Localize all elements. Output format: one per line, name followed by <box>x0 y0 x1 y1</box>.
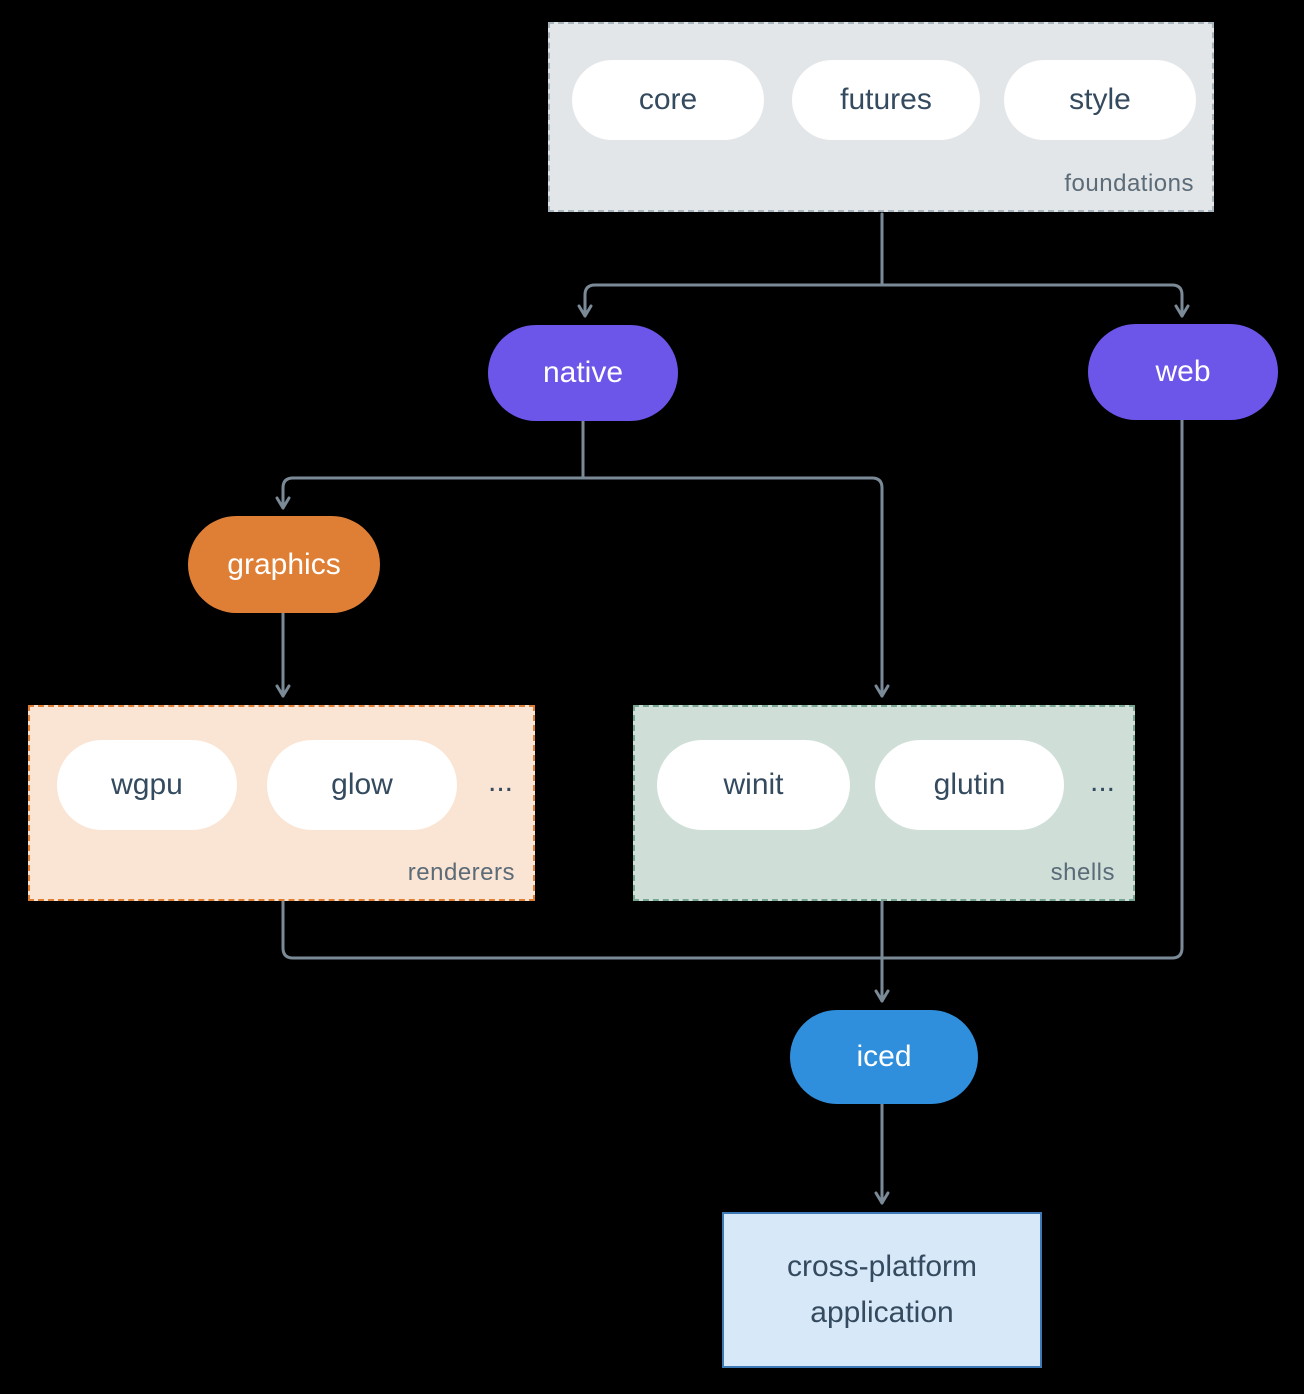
renderers-ellipsis: ... <box>487 765 513 798</box>
node-style: style <box>1004 60 1196 140</box>
renderers-group-label: renderers <box>407 859 515 886</box>
node-winit-label: winit <box>723 768 784 801</box>
node-glutin: glutin <box>875 740 1064 830</box>
node-core-label: core <box>638 83 698 116</box>
shells-group: winit glutin ... shells <box>633 705 1135 901</box>
foundations-to-native-connector <box>577 283 884 318</box>
node-glutin-label: glutin <box>933 768 1006 801</box>
renderers-group: wgpu glow ... renderers <box>28 705 535 901</box>
node-futures-label: futures <box>840 83 932 116</box>
foundations-group-label: foundations <box>1064 170 1194 197</box>
foundations-group: core futures style foundations <box>548 22 1214 212</box>
node-iced: iced <box>790 1010 978 1104</box>
node-style-label: style <box>1069 83 1131 116</box>
node-native: native <box>488 325 678 421</box>
renderers-to-iced-connector <box>281 899 884 960</box>
shells-group-label: shells <box>1050 859 1115 886</box>
node-futures: futures <box>792 60 980 140</box>
node-native-label: native <box>542 356 624 389</box>
application-node: cross-platform application <box>722 1212 1042 1368</box>
node-winit: winit <box>657 740 850 830</box>
node-iced-label: iced <box>856 1040 912 1073</box>
node-glow-label: glow <box>331 768 393 801</box>
foundations-to-web-connector <box>880 283 1190 318</box>
native-to-graphics-connector <box>275 476 585 510</box>
shells-ellipsis: ... <box>1089 765 1115 798</box>
node-wgpu: wgpu <box>57 740 237 830</box>
application-label: cross-platform application <box>786 1249 978 1330</box>
native-to-shells-connector <box>581 476 890 698</box>
node-core: core <box>572 60 764 140</box>
node-web-label: web <box>1155 355 1211 388</box>
node-graphics: graphics <box>188 516 380 613</box>
node-wgpu-label: wgpu <box>111 768 183 801</box>
node-glow: glow <box>267 740 457 830</box>
node-graphics-label: graphics <box>227 547 341 581</box>
node-web: web <box>1088 324 1278 420</box>
